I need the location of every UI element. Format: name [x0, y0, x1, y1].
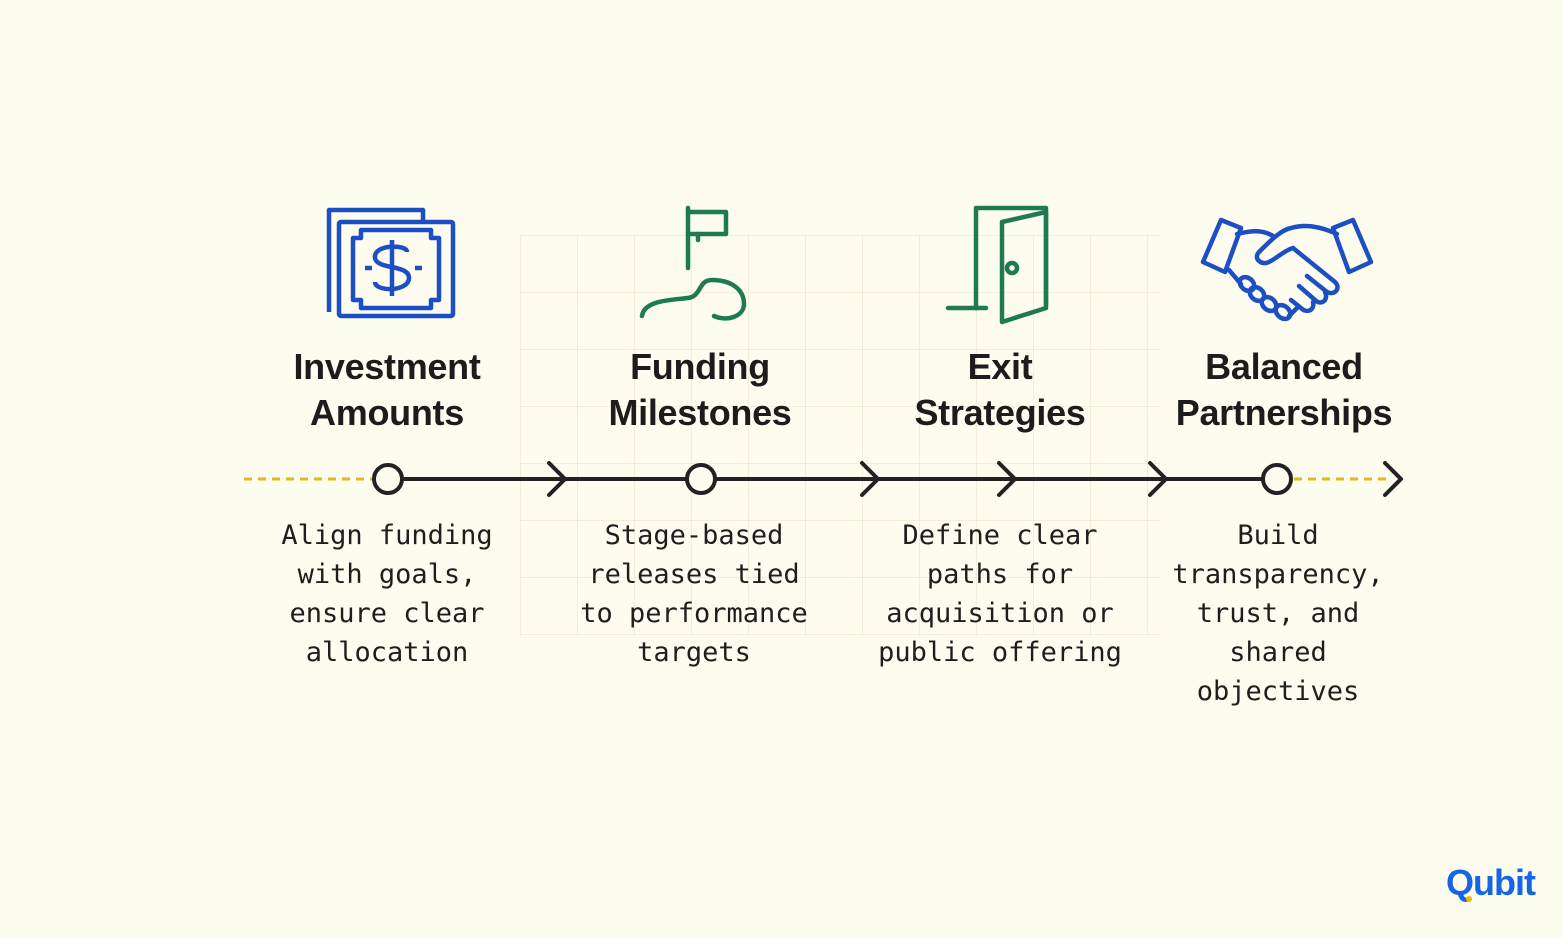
stage-desc-line: transparency,	[1172, 559, 1384, 590]
stage-title: Exit Strategies	[850, 344, 1150, 436]
stage-description: Build transparency, trust, and shared ob…	[1123, 516, 1433, 711]
stage-title-line: Amounts	[310, 392, 464, 433]
stage-desc-line: with goals,	[297, 559, 477, 590]
stage-desc-line: paths for	[926, 559, 1074, 590]
stage-funding-milestones: Funding Milestones Stage-based releases …	[550, 0, 850, 938]
stage-desc-line: releases tied	[588, 559, 800, 590]
stage-title: Investment Amounts	[237, 344, 537, 436]
stage-description: Align funding with goals, ensure clear a…	[237, 516, 537, 672]
stage-desc-line: acquisition or	[886, 598, 1114, 629]
handshake-icon	[1197, 200, 1377, 330]
open-door-icon	[904, 200, 1084, 330]
money-bill-icon	[295, 200, 475, 330]
stage-description: Define clear paths for acquisition or pu…	[850, 516, 1150, 672]
stage-desc-line: trust, and	[1196, 598, 1360, 629]
stage-title: Funding Milestones	[550, 344, 850, 436]
stage-desc-line: targets	[637, 637, 751, 668]
stage-desc-line: public offering	[878, 637, 1122, 668]
stage-title-line: Balanced	[1205, 346, 1363, 387]
stage-title-line: Milestones	[608, 392, 792, 433]
stage-title-line: Partnerships	[1175, 392, 1393, 433]
flag-hill-icon	[602, 200, 782, 330]
logo-dot-icon	[1466, 896, 1473, 902]
stage-title: Balanced Partnerships	[1135, 344, 1433, 436]
brand-logo: Qubit	[1446, 862, 1536, 904]
stage-desc-line: Stage-based	[604, 520, 784, 551]
stage-title-line: Investment	[293, 346, 481, 387]
arrow-chevron	[860, 461, 880, 497]
stage-desc-line: Build	[1237, 520, 1319, 551]
arrow-chevron	[547, 461, 567, 497]
stage-investment-amounts: Investment Amounts Align funding with go…	[237, 0, 537, 938]
stage-description: Stage-based releases tied to performance…	[538, 516, 850, 672]
arrow-head-end	[1383, 461, 1403, 497]
stage-desc-line: allocation	[305, 637, 469, 668]
stage-desc-line: shared	[1229, 637, 1327, 668]
stage-title-line: Funding	[630, 346, 770, 387]
stage-desc-line: to performance	[580, 598, 808, 629]
brand-logo-text: Qubit	[1446, 862, 1536, 903]
stage-desc-line: objectives	[1196, 676, 1360, 707]
timeline-node	[372, 463, 404, 495]
timeline-node	[685, 463, 717, 495]
stage-balanced-partnerships: Balanced Partnerships Build transparency…	[1133, 0, 1433, 938]
background-grid	[520, 235, 1160, 635]
arrow-chevron	[997, 461, 1017, 497]
stage-desc-line: Align funding	[281, 520, 493, 551]
stage-desc-line: Define clear	[902, 520, 1098, 551]
stage-title-line: Exit	[967, 346, 1033, 387]
timeline-node	[1261, 463, 1293, 495]
arrow-chevron	[1148, 461, 1168, 497]
stage-exit-strategies: Exit Strategies Define clear paths for a…	[850, 0, 1150, 938]
stage-title-line: Strategies	[914, 392, 1086, 433]
stage-desc-line: ensure clear	[289, 598, 485, 629]
